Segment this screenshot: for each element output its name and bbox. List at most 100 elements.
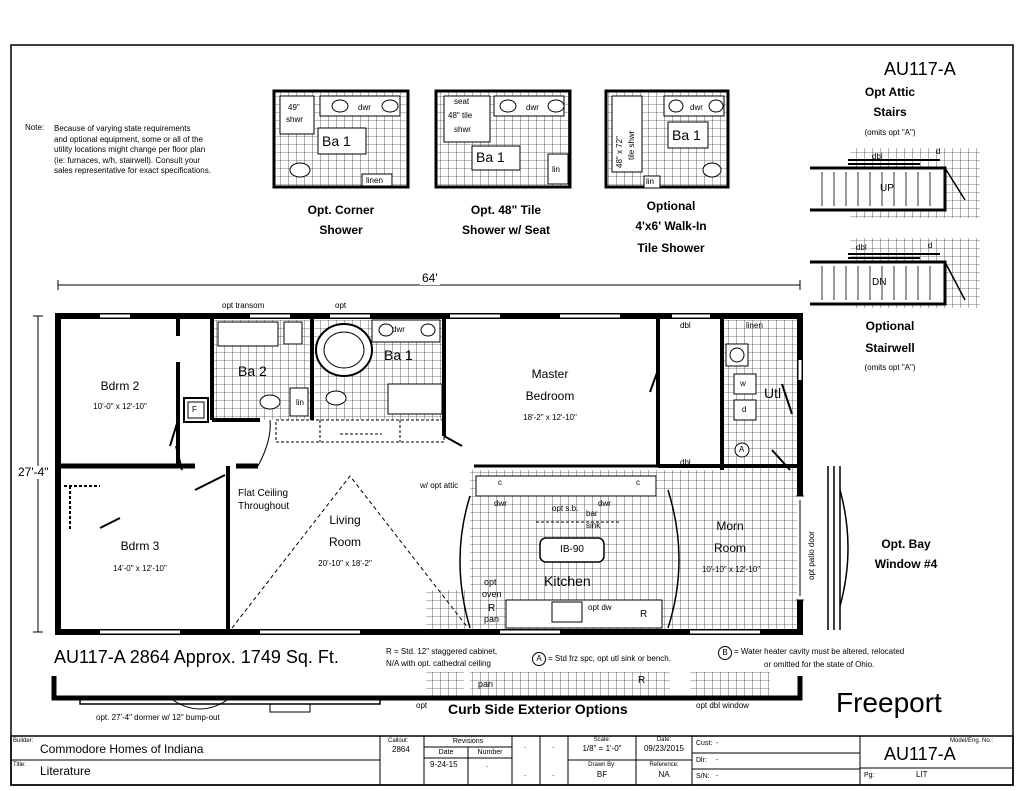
- model-number-header: AU117-A: [884, 59, 956, 79]
- master-name-1: Master: [531, 367, 569, 381]
- a-note: = Std frz spc, opt utl sink or bench.: [548, 654, 671, 663]
- range-label: R: [488, 603, 496, 614]
- note-line: and optional equipment, some or all of t…: [54, 134, 203, 144]
- scale-value: 1/8" = 1'-0": [582, 744, 622, 753]
- kitchen-opt-sb: opt s.b.: [552, 504, 579, 513]
- sn-label: S/N:: [696, 773, 710, 780]
- kitchen-dwr-2: dwr: [598, 499, 611, 508]
- walkin-title-2: 4'x6' Walk-In: [635, 219, 707, 233]
- dlr-label: Dlr:: [696, 757, 707, 764]
- reference-value: NA: [658, 770, 670, 779]
- stairwell-title-2: Stairwell: [865, 341, 915, 355]
- callout-value: 2864: [392, 745, 410, 754]
- seat-title-1: Opt. 48" Tile: [470, 203, 542, 217]
- corner-dwr: dwr: [358, 103, 371, 112]
- corner-title-2: Shower: [319, 223, 363, 237]
- attic-d: d: [936, 147, 941, 156]
- seat-lin: lin: [552, 165, 561, 174]
- bay-title-2: Window #4: [874, 557, 938, 571]
- corner-linen: linen: [366, 176, 383, 185]
- dimension-width: 64': [420, 271, 440, 286]
- drawn-label: Drawn By:: [588, 762, 616, 768]
- note-line: utility locations might change per floor…: [54, 145, 206, 154]
- rev-col-a-2: .: [524, 769, 527, 778]
- opt-label: opt: [335, 301, 347, 310]
- stairwell-dbl: dbl: [856, 243, 867, 252]
- ba2-label: Ba 2: [238, 363, 267, 379]
- note-line: (ie: furnaces, w/h, stairwell). Consult …: [54, 155, 201, 165]
- a-symbol: A: [532, 652, 546, 666]
- inset-corner-shower: [272, 89, 410, 189]
- dimension-depth: 27'-4": [18, 465, 49, 480]
- flat-ceiling-2: Throughout: [238, 501, 290, 512]
- opt-dw-label: opt dw: [588, 603, 612, 612]
- builder-label: Builder:: [13, 738, 34, 744]
- note-text: Because of varying state requirements an…: [54, 124, 211, 177]
- exterior-wall: [55, 313, 803, 635]
- dormer-label: opt. 27'-4" dormer w/ 12" bump-out: [96, 713, 220, 722]
- master-name-2: Bedroom: [525, 389, 575, 403]
- opt-oven-1: opt: [484, 577, 497, 587]
- morn-name-2: Room: [713, 541, 746, 555]
- title-block-lines: [10, 735, 1014, 786]
- series-name: Freeport: [836, 687, 942, 718]
- builder-value: Commodore Homes of Indiana: [40, 742, 204, 756]
- walkin-dwr: dwr: [690, 103, 703, 112]
- inset-bay-window: [827, 466, 849, 630]
- walkin-size: 48" x 72": [615, 136, 624, 168]
- stairwell-title-1: Optional: [865, 319, 915, 333]
- note-label: Note:: [25, 123, 45, 132]
- dbl-window-label: opt dbl window: [696, 701, 749, 710]
- exterior-pan: pan: [478, 679, 494, 689]
- title-label: Title:: [13, 762, 26, 768]
- r-note-2: N/A with opt. cathedral ceiling: [386, 659, 491, 668]
- master-dbl: dbl: [680, 321, 691, 330]
- seat-label-2: 48" tile: [448, 111, 473, 120]
- inset-attic-stairs: [810, 148, 980, 218]
- island-label: IB-90: [560, 544, 584, 555]
- inset-stairwell: [810, 238, 980, 308]
- note-line: sales representative for exact specifica…: [54, 166, 211, 175]
- cust-value: -: [716, 740, 719, 747]
- opt-transom-label: opt transom: [222, 301, 265, 310]
- kitchen-c2: c: [636, 478, 640, 487]
- ba1-dwr: dwr: [392, 325, 405, 334]
- bdrm3-size: 14'-0" x 12'-10": [113, 564, 167, 573]
- stairwell-d: d: [928, 241, 933, 250]
- exterior-strip: [51, 672, 803, 713]
- exterior-title: Curb Side Exterior Options: [448, 701, 628, 717]
- bdrm2-size: 10'-0" x 12'-10": [93, 402, 147, 411]
- walkin-title-3: Tile Shower: [637, 241, 705, 255]
- opt-oven-2: oven: [482, 589, 502, 599]
- revisions-label: Revisions: [452, 738, 484, 745]
- dryer-label: d: [742, 405, 747, 414]
- kitchen-dwr: dwr: [494, 499, 507, 508]
- reference-label: Reference:: [649, 762, 679, 768]
- cust-label: Cust:: [696, 740, 713, 747]
- flat-ceiling-1: Flat Ceiling: [238, 488, 289, 499]
- dlr-value: -: [716, 757, 719, 764]
- kitchen-sink: sink: [586, 521, 601, 530]
- attic-title-2: Stairs: [873, 105, 907, 119]
- pg-label: Pg:: [864, 772, 875, 779]
- pantry-label: pan: [484, 614, 500, 624]
- rev-date-label: Date: [438, 749, 454, 756]
- attic-title-1: Opt Attic: [864, 85, 916, 99]
- seat-dwr: dwr: [526, 103, 539, 112]
- kitchen-bar: bar: [586, 509, 598, 518]
- attic-note: (omits opt "A"): [864, 128, 916, 137]
- furnace-label: F: [192, 405, 197, 414]
- rev-date-value: 9-24-15: [430, 760, 458, 769]
- stairwell-dn: DN: [872, 277, 887, 288]
- washer-label: w: [740, 379, 746, 388]
- bdrm3-name: Bdrm 3: [120, 539, 160, 553]
- r-note-1: R = Std. 12" staggered cabinet,: [386, 647, 498, 656]
- utl-label: Utl: [764, 385, 782, 401]
- inset-walk-in: [604, 89, 730, 189]
- model-label: Model/Eng. No.:: [950, 738, 994, 744]
- walkin-bath-label: Ba 1: [672, 127, 701, 143]
- morn-size: 10'-10" x 12'-10": [701, 565, 761, 574]
- corner-shwr-label: shwr: [286, 115, 303, 124]
- pg-value: LIT: [916, 770, 928, 779]
- inset-tile-seat: [434, 89, 572, 189]
